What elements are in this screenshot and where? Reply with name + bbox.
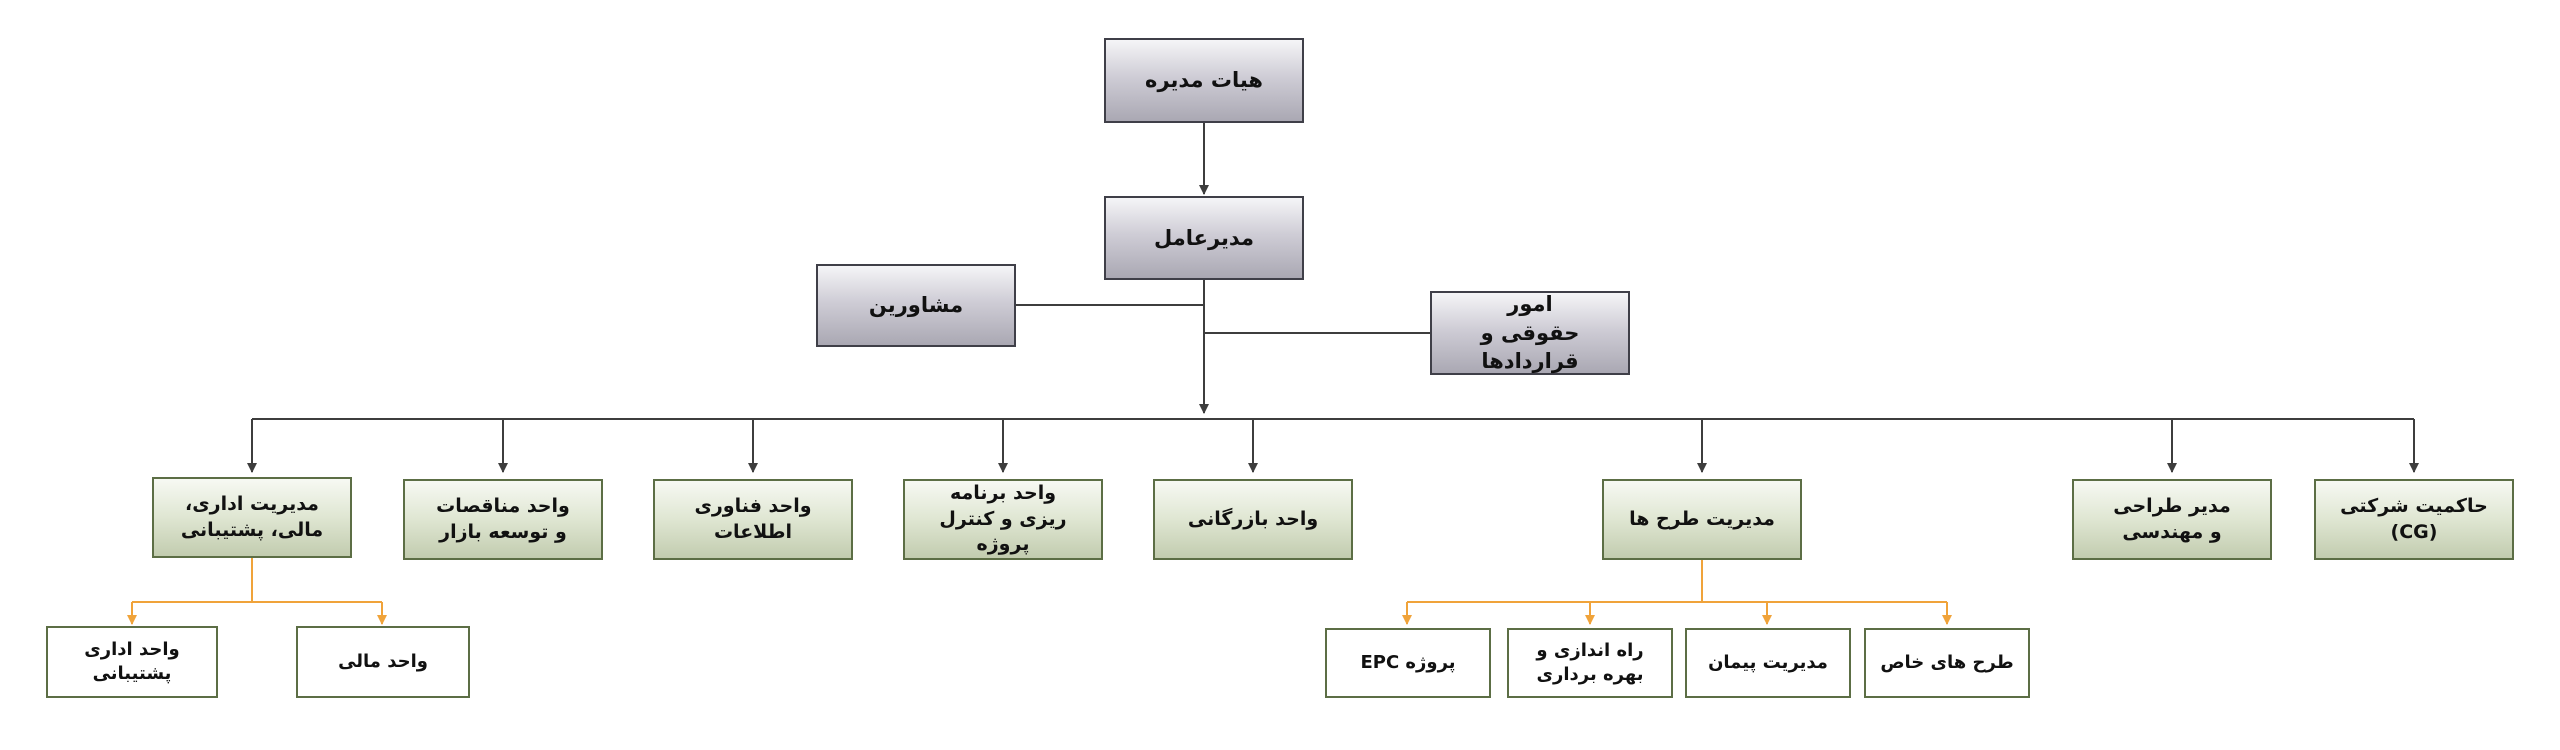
node-tenders-label: واحد مناقصات و توسعه بازار: [436, 494, 570, 543]
node-projects-label: مدیریت طرح ها: [1629, 507, 1775, 530]
node-planning: واحد برنامه ریزی و کنترل پروژه: [903, 479, 1103, 560]
node-planning-label: واحد برنامه ریزی و کنترل پروژه: [939, 482, 1067, 556]
node-admin-mgmt: مدیریت اداری، مالی، پشتیبانی: [152, 477, 352, 558]
node-it-label: واحد فناوری اطلاعات: [694, 494, 812, 543]
node-design-label: مدیر طراحی و مهندسی: [2113, 494, 2231, 543]
node-board: هیات مدیره: [1104, 38, 1304, 123]
node-admin-unit-label: واحد اداری پشتیبانی: [84, 638, 180, 684]
node-legal: امور حقوقی و قراردادها: [1430, 291, 1630, 375]
node-tenders: واحد مناقصات و توسعه بازار: [403, 479, 603, 560]
node-epc: پروژه EPC: [1325, 628, 1491, 698]
node-legal-label: امور حقوقی و قراردادها: [1480, 292, 1580, 374]
node-finance-label: واحد مالی: [338, 650, 428, 672]
node-board-label: هیات مدیره: [1145, 68, 1263, 93]
node-commissioning-label: راه اندازی و بهره برداری: [1536, 639, 1644, 685]
node-special-label: طرح های خاص: [1880, 651, 2014, 673]
node-epc-label: پروژه EPC: [1360, 651, 1456, 673]
node-admin-unit: واحد اداری پشتیبانی: [46, 626, 218, 698]
node-it: واحد فناوری اطلاعات: [653, 479, 853, 560]
node-ceo: مدیرعامل: [1104, 196, 1304, 280]
node-ceo-label: مدیرعامل: [1153, 225, 1255, 250]
node-governance: حاکمیت شرکتی (CG): [2314, 479, 2514, 560]
node-governance-label: حاکمیت شرکتی (CG): [2340, 494, 2488, 543]
node-design: مدیر طراحی و مهندسی: [2072, 479, 2272, 560]
node-admin-mgmt-label: مدیریت اداری، مالی، پشتیبانی: [180, 492, 324, 541]
node-commerce: واحد بازرگانی: [1153, 479, 1353, 560]
node-advisors: مشاورین: [816, 264, 1016, 347]
node-commissioning: راه اندازی و بهره برداری: [1507, 628, 1673, 698]
node-commerce-label: واحد بازرگانی: [1187, 507, 1319, 530]
node-projects: مدیریت طرح ها: [1602, 479, 1802, 560]
node-finance: واحد مالی: [296, 626, 470, 698]
node-contract: مدیریت پیمان: [1685, 628, 1851, 698]
node-contract-label: مدیریت پیمان: [1708, 651, 1828, 673]
node-special: طرح های خاص: [1864, 628, 2030, 698]
node-advisors-label: مشاورین: [868, 293, 964, 318]
